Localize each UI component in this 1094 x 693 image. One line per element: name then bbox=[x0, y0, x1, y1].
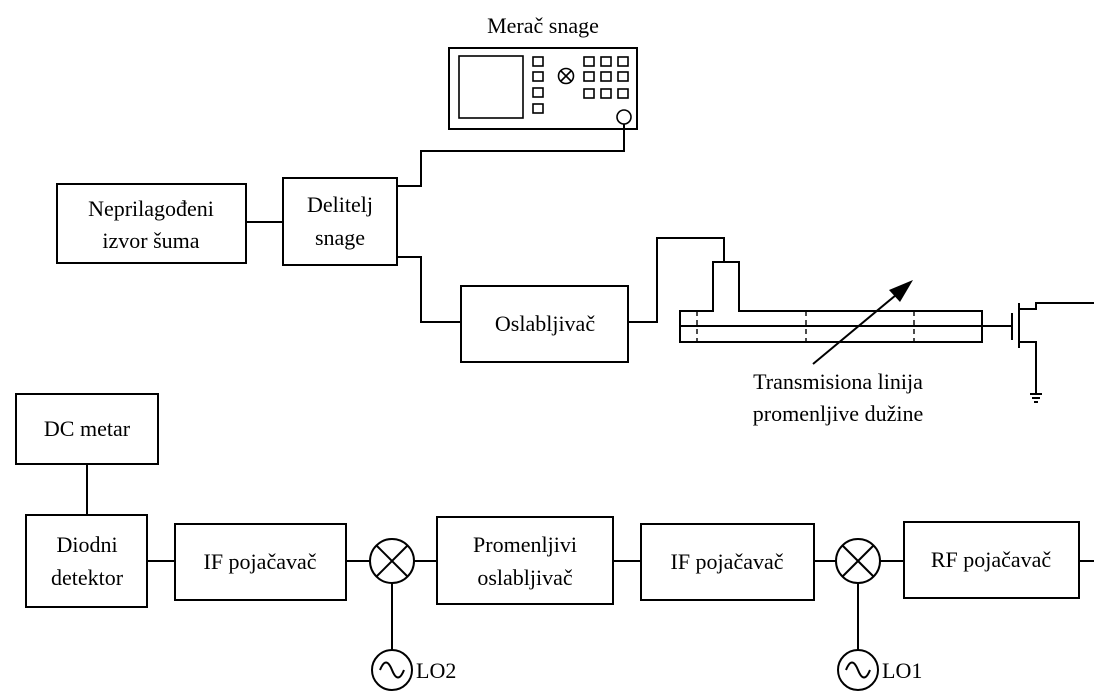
connection-line bbox=[397, 256, 461, 323]
lo1-oscillator-icon bbox=[837, 649, 879, 691]
lo1-label: LO1 bbox=[882, 658, 922, 683]
diode-detector-label-line2: detektor bbox=[51, 565, 124, 590]
if-amplifier-1-label: IF pojačavač bbox=[204, 549, 317, 574]
diode-detector-label-line1: Diodni bbox=[56, 532, 117, 557]
power-meter-knob-icon bbox=[557, 67, 575, 85]
if-amplifier-2-box bbox=[640, 523, 815, 601]
if-amplifier-2-label: IF pojačavač bbox=[671, 549, 784, 574]
rf-amplifier-box bbox=[903, 521, 1080, 599]
tline-label-line1: Transmisiona linija bbox=[753, 369, 923, 394]
noise-source-label-line1: Neprilagođeni bbox=[88, 196, 214, 221]
rf-amplifier-label: RF pojačavač bbox=[931, 547, 1052, 572]
connection-line bbox=[397, 124, 625, 187]
lo2-oscillator-icon bbox=[371, 649, 413, 691]
tline-label-line2: promenljive dužine bbox=[753, 401, 923, 426]
power-splitter-label-line2: snage bbox=[315, 225, 365, 250]
attenuator-label: Oslabljivač bbox=[495, 311, 595, 336]
mixer-2-icon bbox=[369, 538, 415, 584]
attenuator-box bbox=[460, 285, 629, 363]
power-splitter-label-line1: Delitelj bbox=[307, 192, 373, 217]
power-splitter-box bbox=[282, 177, 398, 266]
dc-meter-label: DC metar bbox=[44, 416, 131, 441]
power-meter-instrument bbox=[448, 47, 638, 130]
variable-attenuator-label-line1: Promenljivi bbox=[473, 532, 577, 557]
power-meter-label: Merač snage bbox=[487, 13, 599, 38]
variable-attenuator-label-line2: oslabljivač bbox=[477, 565, 573, 590]
diode-detector-box bbox=[25, 514, 148, 608]
power-meter-screen bbox=[458, 55, 524, 119]
arrow-head-icon bbox=[889, 280, 913, 302]
variable-attenuator-box bbox=[436, 516, 614, 605]
if-amplifier-1-box bbox=[174, 523, 347, 601]
connection-line bbox=[628, 237, 725, 323]
lo2-label: LO2 bbox=[416, 658, 456, 683]
noise-source-box bbox=[56, 183, 247, 264]
transmission-line bbox=[679, 261, 983, 343]
transistor-icon bbox=[1011, 302, 1094, 403]
mixer-1-icon bbox=[835, 538, 881, 584]
noise-source-label-line2: izvor šuma bbox=[102, 228, 199, 253]
variable-length-arrow bbox=[812, 289, 903, 365]
tline-stub bbox=[712, 261, 740, 312]
